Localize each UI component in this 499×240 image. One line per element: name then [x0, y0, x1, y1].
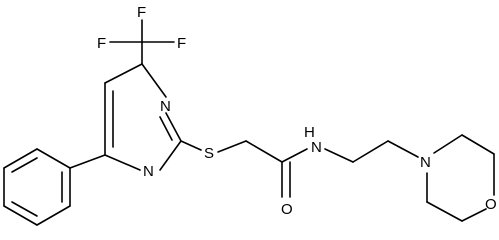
bond-s-ch2	[217, 140, 247, 153]
atom-o-carbonyl: O	[281, 201, 293, 218]
atom-o-morpholine: O	[485, 196, 497, 213]
bond-c4-n3	[141, 63, 167, 98]
bond-ph-6	[36, 148, 71, 169]
atom-n-morpholine: N	[420, 154, 431, 171]
atom-f-right: F	[177, 35, 186, 52]
bond-nh-ch2	[324, 148, 354, 163]
bond-ch2-nmorph	[387, 140, 419, 158]
atom-n-ring-lower: N	[143, 163, 154, 180]
bond-ph-5-inner	[11, 157, 38, 173]
bond-morph-4	[461, 208, 487, 222]
bond-morph-2	[461, 134, 495, 155]
bond-ph-3-inner	[11, 201, 38, 217]
atom-labels: F F F N N S O N H N O	[97, 4, 497, 218]
atom-f-left: F	[97, 35, 106, 52]
bond-n3-c2-inner	[159, 116, 173, 141]
bond-n3-c2	[165, 112, 182, 142]
structure-svg: F F F N N S O N H N O	[3, 4, 497, 226]
bond-ch2-ch2	[352, 140, 389, 163]
bonds	[3, 19, 495, 226]
atom-s-thioether: S	[204, 145, 214, 162]
atom-f-top: F	[137, 4, 146, 21]
bond-co-nh	[281, 148, 308, 163]
atom-n-amide: N	[311, 139, 322, 156]
bond-c2-n1	[159, 140, 182, 171]
bond-ph-3	[3, 205, 38, 226]
atom-n-ring-upper: N	[160, 98, 171, 115]
bond-morph-1	[433, 134, 463, 154]
bond-ph-2	[36, 205, 71, 226]
bond-n1-c6	[104, 154, 141, 171]
atom-h-amide: H	[304, 124, 315, 141]
bond-c5-c4	[104, 63, 143, 84]
bond-ph-5	[3, 148, 38, 169]
bond-morph-5	[426, 201, 463, 222]
bond-ch2-co	[245, 140, 283, 163]
bond-ring-phenyl	[69, 154, 106, 169]
molecule-diagram: F F F N N S O N H N O	[3, 4, 497, 226]
bond-c2-s	[180, 140, 202, 151]
